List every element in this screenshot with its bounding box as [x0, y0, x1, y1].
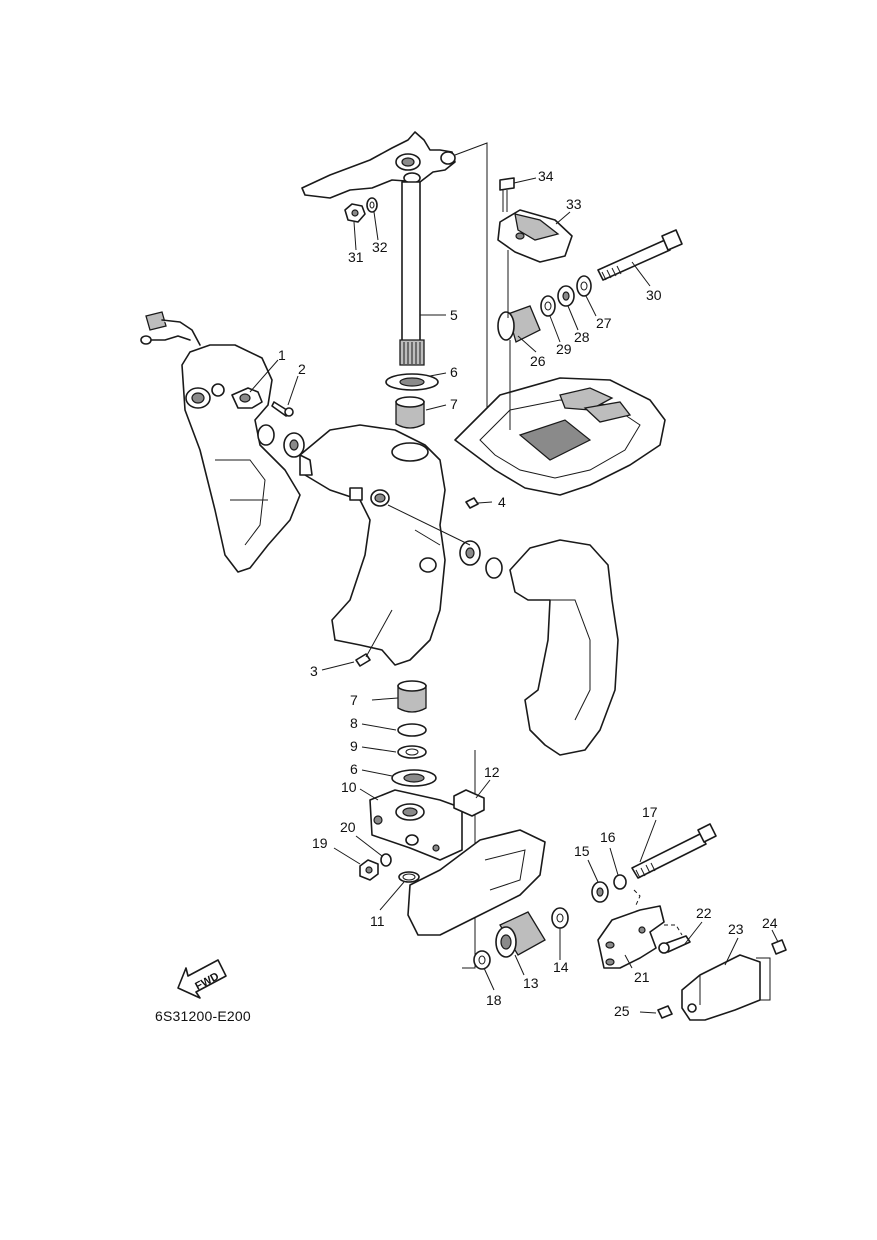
callout-21: 21	[634, 969, 650, 985]
washer-32	[366, 197, 378, 213]
bushing-7-lower	[397, 680, 427, 713]
wire-lead	[140, 311, 201, 346]
lower-mount-bracket	[407, 829, 546, 936]
reference-lines	[454, 142, 488, 969]
callout-32: 32	[372, 239, 388, 255]
callout-25: 25	[614, 1003, 630, 1019]
clip-12	[453, 789, 485, 817]
callout-6-upper: 6	[450, 364, 458, 380]
callout-11: 11	[370, 913, 385, 929]
washer-27	[576, 275, 592, 297]
callout-1: 1	[278, 347, 286, 363]
tilt-bushing-right	[459, 540, 503, 579]
callout-29: 29	[556, 341, 572, 357]
callout-19: 19	[312, 835, 328, 851]
steering-arm	[301, 131, 456, 199]
callout-2: 2	[298, 361, 306, 377]
bolt-17	[631, 823, 717, 879]
leader-lines	[249, 177, 779, 1014]
bolt-22	[658, 935, 691, 954]
callout-12: 12	[484, 764, 500, 780]
thrust-washer-6-lower	[391, 769, 437, 787]
callout-33: 33	[566, 196, 582, 212]
callout-8: 8	[350, 715, 358, 731]
washer-18	[473, 950, 491, 970]
cover-23	[681, 954, 761, 1021]
callout-13: 13	[523, 975, 539, 991]
thrust-washer-6-upper	[385, 373, 439, 391]
callout-7-upper: 7	[450, 396, 458, 412]
callout-23: 23	[728, 921, 744, 937]
washer-28	[557, 285, 575, 307]
callout-26: 26	[530, 353, 546, 369]
callout-28: 28	[574, 329, 590, 345]
callout-18: 18	[486, 992, 502, 1008]
callout-22: 22	[696, 905, 712, 921]
callout-30: 30	[646, 287, 662, 303]
washer-9	[397, 745, 427, 759]
callout-5: 5	[450, 307, 458, 323]
cap-24	[771, 939, 787, 955]
clamp-11	[398, 871, 420, 883]
callout-14: 14	[553, 959, 569, 975]
clamp-bracket-right	[509, 539, 619, 756]
washer-15	[591, 881, 609, 903]
bolt-3	[355, 609, 393, 667]
callout-7-lower: 7	[350, 692, 358, 708]
nut-31	[344, 203, 366, 223]
callout-31: 31	[348, 249, 364, 265]
callout-15: 15	[574, 843, 590, 859]
steering-yoke-10	[369, 789, 463, 861]
callout-27: 27	[596, 315, 612, 331]
callout-3: 3	[310, 663, 318, 679]
rubber-mount-26	[497, 305, 541, 343]
upper-mount-housing	[454, 377, 666, 496]
clamp-bracket-left	[181, 344, 301, 573]
washer-14	[551, 907, 569, 929]
bracket-21	[597, 905, 665, 969]
washer-16	[613, 874, 627, 890]
screw-25	[657, 1005, 673, 1019]
callout-6-lower: 6	[350, 761, 358, 777]
callout-16: 16	[600, 829, 616, 845]
sensor-bracket-1	[231, 387, 263, 409]
callout-17: 17	[642, 804, 658, 820]
diagram-code: 6S31200-E200	[155, 1008, 251, 1024]
swivel-bracket	[299, 424, 446, 666]
bushing-7-upper	[395, 396, 425, 429]
screw-2	[271, 401, 294, 417]
callout-4: 4	[498, 494, 506, 510]
rubber-mount-13	[495, 911, 546, 958]
o-ring-8	[397, 723, 427, 737]
bolt-30	[597, 229, 683, 281]
fwd-arrow: FWD	[177, 959, 227, 999]
steering-shaft	[399, 181, 425, 366]
grease-nipple-4	[465, 497, 479, 509]
nut-19	[359, 859, 379, 881]
callout-24: 24	[762, 915, 778, 931]
callout-20: 20	[340, 819, 356, 835]
bolt-34	[499, 177, 515, 212]
tilt-bushing-left	[257, 424, 305, 458]
callout-10: 10	[341, 779, 357, 795]
callout-34: 34	[538, 168, 554, 184]
callout-numbers: 1 2 3 4 5 6 7 8 9 6 7 10 11 12 13 14 15 …	[278, 168, 778, 1019]
callout-9: 9	[350, 738, 358, 754]
mount-cap-33	[497, 209, 573, 263]
washer-20	[380, 853, 392, 867]
washer-29	[540, 295, 556, 317]
